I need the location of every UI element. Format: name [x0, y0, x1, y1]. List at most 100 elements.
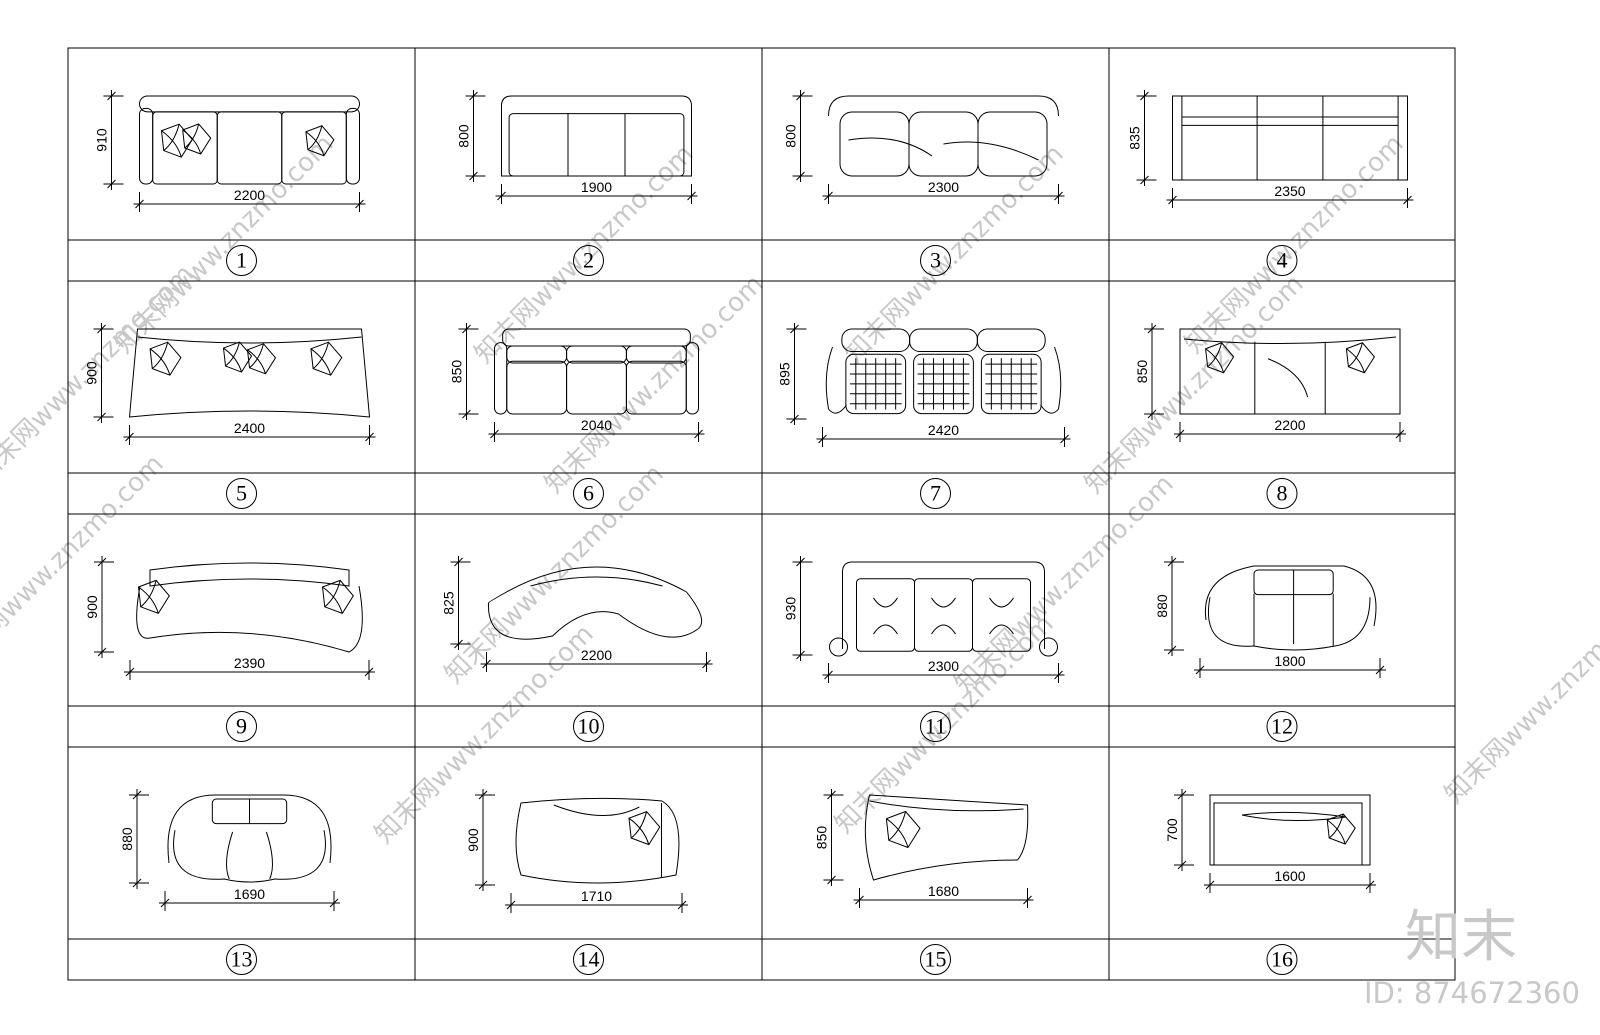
width-dimension: 2400 — [123, 420, 376, 445]
width-dimension: 2420 — [816, 422, 1071, 447]
width-label: 2300 — [928, 179, 959, 195]
width-dimension: 1690 — [159, 886, 340, 911]
width-dimension: 1600 — [1204, 868, 1376, 893]
item-number-badge: 9 — [226, 711, 257, 742]
depth-dimension: 850 — [1134, 323, 1164, 420]
depth-label: 900 — [84, 595, 100, 619]
width-dimension: 2200 — [480, 647, 713, 672]
depth-dimension: 700 — [1164, 789, 1194, 871]
sofa-cell-12: 1800 880 12 — [1154, 556, 1386, 742]
sofa-cell-3: 2300 800 3 — [783, 90, 1065, 276]
item-number-badge: 13 — [226, 944, 257, 975]
depth-dimension: 930 — [783, 556, 813, 661]
width-label: 2400 — [234, 420, 265, 436]
item-number: 3 — [930, 248, 941, 273]
depth-dimension: 880 — [119, 789, 149, 889]
depth-label: 900 — [465, 828, 481, 852]
item-number-badge: 3 — [920, 245, 951, 276]
width-label: 1600 — [1274, 868, 1305, 884]
item-number-badge: 14 — [573, 944, 604, 975]
sofa-cell-11: 2300 930 11 — [783, 556, 1065, 742]
width-label: 1800 — [1274, 653, 1305, 669]
item-number-badge: 7 — [920, 478, 951, 509]
sofa-plan-15 — [864, 794, 1029, 881]
sofa-plan-16 — [1209, 794, 1371, 866]
sofa-cell-1: 2200 910 1 — [94, 90, 366, 276]
sofa-plan-3 — [828, 95, 1059, 177]
width-dimension: 2040 — [488, 417, 705, 442]
width-dimension: 1680 — [853, 883, 1034, 908]
width-dimension: 1800 — [1194, 653, 1386, 678]
item-number-badge: 10 — [573, 711, 604, 742]
item-number: 10 — [578, 714, 600, 739]
depth-label: 895 — [777, 362, 793, 386]
item-number-badge: 4 — [1266, 245, 1298, 276]
depth-label: 800 — [783, 124, 799, 148]
depth-label: 700 — [1164, 818, 1180, 842]
item-number: 6 — [583, 481, 594, 506]
width-label: 2300 — [928, 658, 959, 674]
width-dimension: 2300 — [822, 179, 1065, 204]
depth-dimension: 895 — [777, 323, 807, 425]
width-dimension: 2350 — [1166, 183, 1414, 208]
width-dimension: 2390 — [124, 655, 375, 680]
item-number-badge: 8 — [1266, 478, 1298, 509]
image-id-label: ID: 874672360 — [1364, 976, 1580, 1010]
item-number-badge: 16 — [1266, 944, 1298, 975]
watermark-text: 知末网www.znzmo.com — [1179, 129, 1410, 360]
depth-label: 825 — [441, 591, 457, 615]
width-label: 2040 — [581, 417, 612, 433]
depth-dimension: 835 — [1127, 90, 1157, 186]
depth-label: 900 — [84, 361, 100, 385]
item-number-badge: 11 — [920, 711, 951, 742]
depth-label: 835 — [1127, 126, 1143, 150]
sofa-plan-4 — [1172, 95, 1408, 181]
drawing-grid — [67, 47, 1456, 981]
sofa-cell-2: 1900 800 2 — [456, 90, 698, 276]
depth-dimension: 880 — [1154, 556, 1184, 656]
sofa-cell-4: 2350 835 4 — [1127, 90, 1414, 276]
depth-label: 850 — [449, 360, 465, 384]
brand-logo: 知末 — [1405, 905, 1517, 970]
sofa-plan-9 — [136, 562, 363, 653]
sofa-plan-11 — [829, 561, 1058, 657]
sofa-plan-14 — [515, 797, 680, 884]
sofa-cell-10: 2200 825 10 — [441, 556, 713, 742]
item-number: 8 — [1277, 481, 1288, 506]
depth-label: 850 — [1134, 360, 1150, 384]
width-label: 2200 — [581, 647, 612, 663]
depth-dimension: 800 — [456, 90, 486, 182]
sofa-cell-16: 1600 700 16 — [1164, 789, 1376, 975]
depth-dimension: 900 — [84, 323, 114, 423]
item-number: 4 — [1277, 248, 1288, 273]
width-label: 1900 — [581, 179, 612, 195]
item-number: 2 — [583, 248, 594, 273]
item-number-badge: 2 — [573, 245, 604, 276]
width-label: 1680 — [928, 883, 959, 899]
sofa-plan-7 — [825, 328, 1062, 415]
width-label: 2390 — [234, 655, 265, 671]
item-number: 1 — [236, 248, 247, 273]
item-number: 14 — [578, 947, 600, 972]
item-number: 5 — [236, 481, 247, 506]
brand-watermark: 知末 ID: 874672360 — [1364, 905, 1580, 1010]
sofa-cells: 2200910119008002230080032350835424009005… — [84, 90, 1414, 975]
width-label: 2200 — [234, 187, 265, 203]
depth-dimension: 850 — [814, 789, 844, 886]
item-number: 11 — [925, 714, 946, 739]
sofa-plan-13 — [167, 794, 332, 883]
depth-dimension: 850 — [449, 323, 479, 420]
sofa-cell-7: 2420 895 7 — [777, 323, 1071, 509]
depth-label: 910 — [94, 128, 110, 152]
sofa-plan-5 — [128, 328, 371, 418]
item-number-badge: 5 — [226, 478, 257, 509]
item-number: 13 — [231, 947, 253, 972]
sofa-cell-5: 2400 900 5 — [84, 323, 376, 509]
item-number: 9 — [236, 714, 247, 739]
sofa-cell-13: 1690 880 13 — [119, 789, 340, 975]
item-number: 12 — [1271, 714, 1293, 739]
